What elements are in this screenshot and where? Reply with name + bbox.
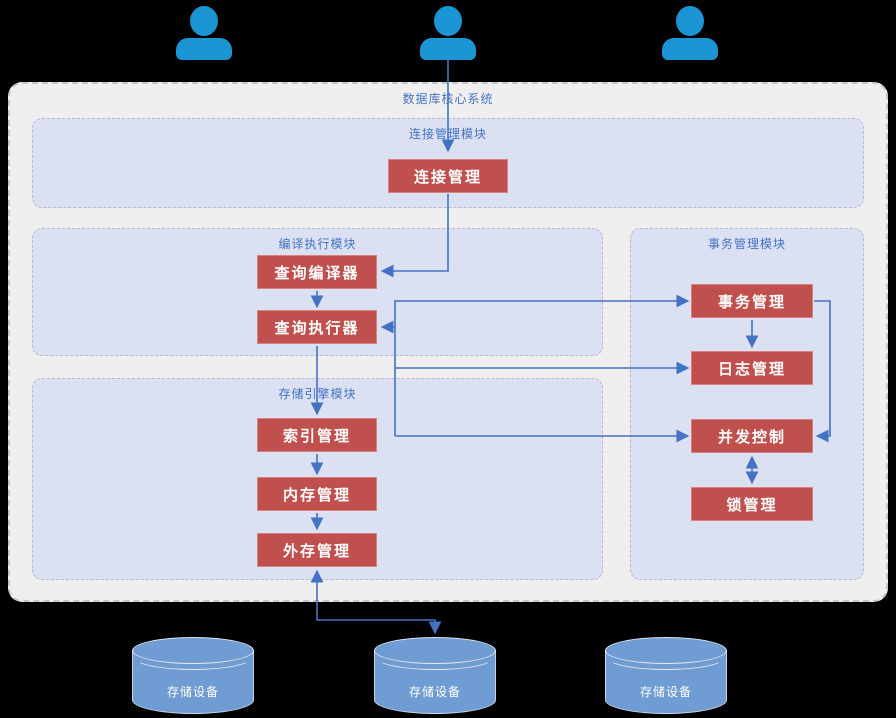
user-icon xyxy=(660,6,720,60)
cylinder-rim-icon xyxy=(375,644,495,670)
cylinder-rim-icon xyxy=(133,644,253,670)
user-torso-icon xyxy=(420,38,476,60)
user-head-icon xyxy=(676,6,704,36)
system-title: 数据库核心系统 xyxy=(402,92,494,106)
node-memory-management: 内存管理 xyxy=(257,477,377,511)
user-torso-icon xyxy=(662,38,718,60)
node-query-compiler: 查询编译器 xyxy=(257,255,377,289)
module-storage-engine-label: 存储引擎模块 xyxy=(278,387,357,401)
cylinder-rim-icon xyxy=(606,644,726,670)
user-icon xyxy=(418,6,478,60)
user-icon xyxy=(174,6,234,60)
node-query-executor: 查询执行器 xyxy=(257,310,377,344)
node-lock-management: 锁管理 xyxy=(691,487,813,521)
node-concurrency-control: 并发控制 xyxy=(691,419,813,453)
module-transaction: 事务管理模块 xyxy=(630,228,864,580)
storage-device-label: 存储设备 xyxy=(408,685,461,699)
storage-device-label: 存储设备 xyxy=(639,685,692,699)
node-log-management: 日志管理 xyxy=(691,351,813,385)
user-torso-icon xyxy=(176,38,232,60)
user-head-icon xyxy=(190,6,218,36)
module-compile-execute-label: 编译执行模块 xyxy=(278,237,357,251)
node-connection-management: 连接管理 xyxy=(388,159,508,193)
storage-device-cylinder: 存储设备 xyxy=(374,637,496,714)
node-transaction-management: 事务管理 xyxy=(691,284,813,318)
node-index-management: 索引管理 xyxy=(257,418,377,452)
user-head-icon xyxy=(434,6,462,36)
module-transaction-label: 事务管理模块 xyxy=(707,237,786,251)
module-connection-label: 连接管理模块 xyxy=(408,127,487,141)
storage-device-cylinder: 存储设备 xyxy=(605,637,727,714)
node-external-storage-management: 外存管理 xyxy=(257,533,377,567)
storage-device-cylinder: 存储设备 xyxy=(132,637,254,714)
storage-device-label: 存储设备 xyxy=(166,685,219,699)
